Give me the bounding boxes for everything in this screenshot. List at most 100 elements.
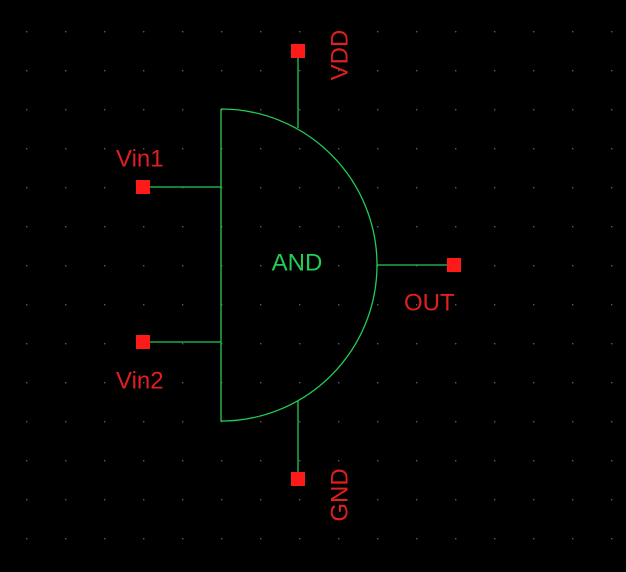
grid-dot <box>572 148 574 150</box>
grid-dot <box>338 265 340 267</box>
and-gate-body[interactable] <box>220 108 378 422</box>
grid-dot <box>65 343 67 345</box>
grid-dot <box>143 499 145 501</box>
grid-dot <box>299 382 301 384</box>
grid-dot <box>299 538 301 540</box>
grid-dot <box>65 421 67 423</box>
grid-dot <box>611 460 613 462</box>
grid-dot <box>416 187 418 189</box>
grid-dot <box>221 538 223 540</box>
grid-dot <box>26 187 28 189</box>
grid-dot <box>455 304 457 306</box>
vdd-pin[interactable] <box>291 44 305 58</box>
grid-dot <box>416 538 418 540</box>
grid-dot <box>572 538 574 540</box>
grid-dot <box>416 304 418 306</box>
grid-dot <box>533 109 535 111</box>
grid-dot <box>455 109 457 111</box>
vin1-label: Vin1 <box>116 145 164 172</box>
grid-dot <box>455 31 457 33</box>
grid-dot <box>338 538 340 540</box>
grid-dot <box>533 304 535 306</box>
grid-dot <box>377 304 379 306</box>
grid-dot <box>221 343 223 345</box>
grid-dot <box>260 304 262 306</box>
grid-dot <box>533 70 535 72</box>
grid-dot <box>104 226 106 228</box>
grid-dot <box>260 499 262 501</box>
grid-dot <box>533 460 535 462</box>
and-gate-symbol[interactable]: AND <box>143 51 454 479</box>
grid-dot <box>104 148 106 150</box>
grid-dot <box>455 226 457 228</box>
grid-dot <box>416 421 418 423</box>
grid-dot <box>338 382 340 384</box>
grid-dot <box>572 70 574 72</box>
grid-dot <box>65 109 67 111</box>
grid-dot <box>611 187 613 189</box>
grid-dot <box>533 226 535 228</box>
grid-dot <box>299 499 301 501</box>
grid-dot <box>104 343 106 345</box>
grid-dot <box>104 304 106 306</box>
grid-dot <box>143 226 145 228</box>
grid-dot <box>104 538 106 540</box>
grid-dot <box>455 538 457 540</box>
grid-dot <box>338 226 340 228</box>
grid-dot <box>338 148 340 150</box>
grid-dot <box>221 265 223 267</box>
grid-dot <box>338 499 340 501</box>
out-pin[interactable] <box>447 258 461 272</box>
grid-dot <box>377 109 379 111</box>
gate-label: AND <box>272 249 323 276</box>
grid-dot <box>65 265 67 267</box>
grid-dot <box>533 148 535 150</box>
grid-dot <box>611 265 613 267</box>
grid-dot <box>104 265 106 267</box>
grid-dot <box>65 31 67 33</box>
grid-dot <box>221 499 223 501</box>
grid-dot <box>260 265 262 267</box>
grid-dot <box>416 499 418 501</box>
grid-dot <box>104 109 106 111</box>
grid-dot <box>65 226 67 228</box>
grid-dot <box>182 538 184 540</box>
grid-dot <box>416 70 418 72</box>
grid-dot <box>416 343 418 345</box>
grid-dot <box>494 187 496 189</box>
grid-dot <box>611 31 613 33</box>
grid-dot <box>455 70 457 72</box>
grid-dot <box>455 343 457 345</box>
grid-dot <box>143 70 145 72</box>
grid-dot <box>65 460 67 462</box>
grid-dot <box>182 148 184 150</box>
grid-dot <box>611 304 613 306</box>
out-label: OUT <box>404 289 455 316</box>
grid-dot <box>221 421 223 423</box>
grid-dot <box>377 460 379 462</box>
grid-dot <box>182 499 184 501</box>
vin1-pin[interactable] <box>136 180 150 194</box>
grid-dot <box>65 148 67 150</box>
grid-dot <box>533 265 535 267</box>
grid-dot <box>416 148 418 150</box>
grid-dot <box>143 304 145 306</box>
gnd-pin[interactable] <box>291 472 305 486</box>
grid-dot <box>572 382 574 384</box>
vin2-pin[interactable] <box>136 335 150 349</box>
grid-dot <box>533 421 535 423</box>
grid-dot <box>299 31 301 33</box>
grid-dot <box>494 538 496 540</box>
grid-dot <box>494 382 496 384</box>
grid-dot <box>26 226 28 228</box>
grid-dot <box>182 304 184 306</box>
grid-dot <box>338 187 340 189</box>
grid-dot <box>455 148 457 150</box>
grid-dot <box>377 343 379 345</box>
grid-dot <box>455 421 457 423</box>
grid-dot <box>494 226 496 228</box>
grid-dot <box>494 460 496 462</box>
grid-dot <box>260 31 262 33</box>
